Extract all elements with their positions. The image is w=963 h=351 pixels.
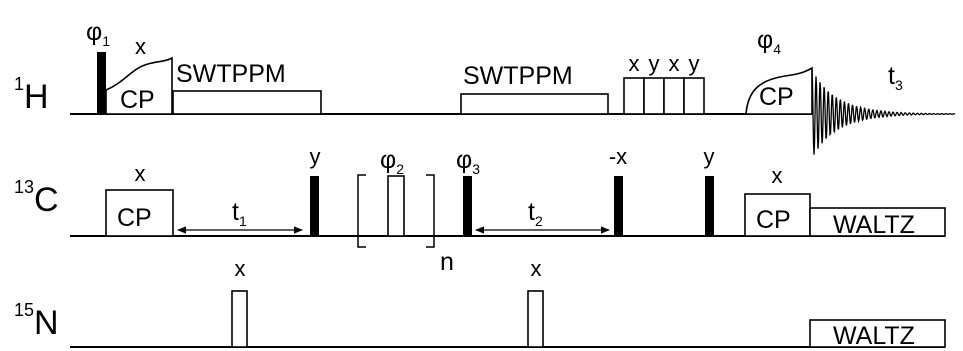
n-channel: 15N x x WALTZ <box>14 256 946 350</box>
h-excitation-pulse <box>97 52 106 114</box>
c-pulse-y-2 <box>705 176 714 236</box>
h-phase-y-2: y <box>689 51 700 76</box>
n-pulse-2 <box>527 290 544 348</box>
h-swtppm-label-1: SWTPPM <box>176 60 286 88</box>
h-xy-pulse-2 <box>643 77 665 115</box>
h-phase-x-2: x <box>669 51 680 76</box>
h-phase-x-1: x <box>629 51 640 76</box>
n-waltz-label: WALTZ <box>833 322 915 350</box>
c-cp-phase-2: x <box>772 163 783 188</box>
h-cp-ramp-shape <box>105 56 173 115</box>
c-cp-block-1 <box>105 189 174 237</box>
c-pulse-y-2-label: y <box>704 144 715 169</box>
c-pulse-minus-x <box>614 176 623 236</box>
h-swtppm-block-1 <box>172 90 322 115</box>
c-phi3-pulse <box>463 176 472 236</box>
c-loop-count: n <box>440 248 454 276</box>
h-phi4-label: φ4 <box>757 26 781 57</box>
h-fid-signal <box>811 69 956 155</box>
h-cp2-ramp-shape <box>745 66 813 115</box>
c-t2-label: t2 <box>528 198 543 229</box>
h-xy-pulse-3 <box>663 77 685 115</box>
n-pulse-2-phase: x <box>531 256 542 281</box>
c-cp-block-2 <box>744 193 811 237</box>
h-channel-label: 1H <box>14 74 49 116</box>
n-waltz-block <box>809 319 946 348</box>
c-phi3-label: φ3 <box>456 146 480 177</box>
c-t1-label: t1 <box>232 198 247 229</box>
h-channel: 1H φ1 x CP SWTPPM SWTPPM x y x y φ4 CP <box>14 18 956 155</box>
h-cp2-label: CP <box>759 83 794 111</box>
c-channel: 13C CP x t1 y φ2 n φ3 t2 <box>14 144 946 276</box>
c-pulse-y-1-label: y <box>310 144 321 169</box>
c-pulse-y-1 <box>310 176 319 236</box>
c-channel-label: 13C <box>14 177 59 219</box>
h-xy-pulse-4 <box>683 77 705 115</box>
h-phase-y-1: y <box>649 51 660 76</box>
c-cp-phase-1: x <box>135 161 146 186</box>
c-loop-bracket-left <box>357 174 366 248</box>
c-cp-label-1: CP <box>117 204 152 232</box>
c-loop-bracket-right <box>426 174 435 248</box>
h-swtppm-block-2 <box>460 93 609 115</box>
c-cp-label-2: CP <box>756 206 791 234</box>
n-channel-label: 15N <box>14 300 59 342</box>
n-pulse-1 <box>231 290 248 348</box>
c-phi2-pulse <box>387 175 405 237</box>
h-t3-label: t3 <box>888 62 903 93</box>
c-pulse-minus-x-label: -x <box>609 144 627 169</box>
n-pulse-1-phase: x <box>235 256 246 281</box>
h-xy-pulse-1 <box>623 77 645 115</box>
c-waltz-block <box>809 207 946 237</box>
h-phi1-label: φ1 <box>86 18 110 49</box>
h-swtppm-label-2: SWTPPM <box>463 62 573 90</box>
c-phi2-label: φ2 <box>380 146 404 177</box>
h-cp-phase: x <box>135 34 146 59</box>
c-waltz-label: WALTZ <box>833 211 915 239</box>
h-cp-label: CP <box>120 86 155 114</box>
